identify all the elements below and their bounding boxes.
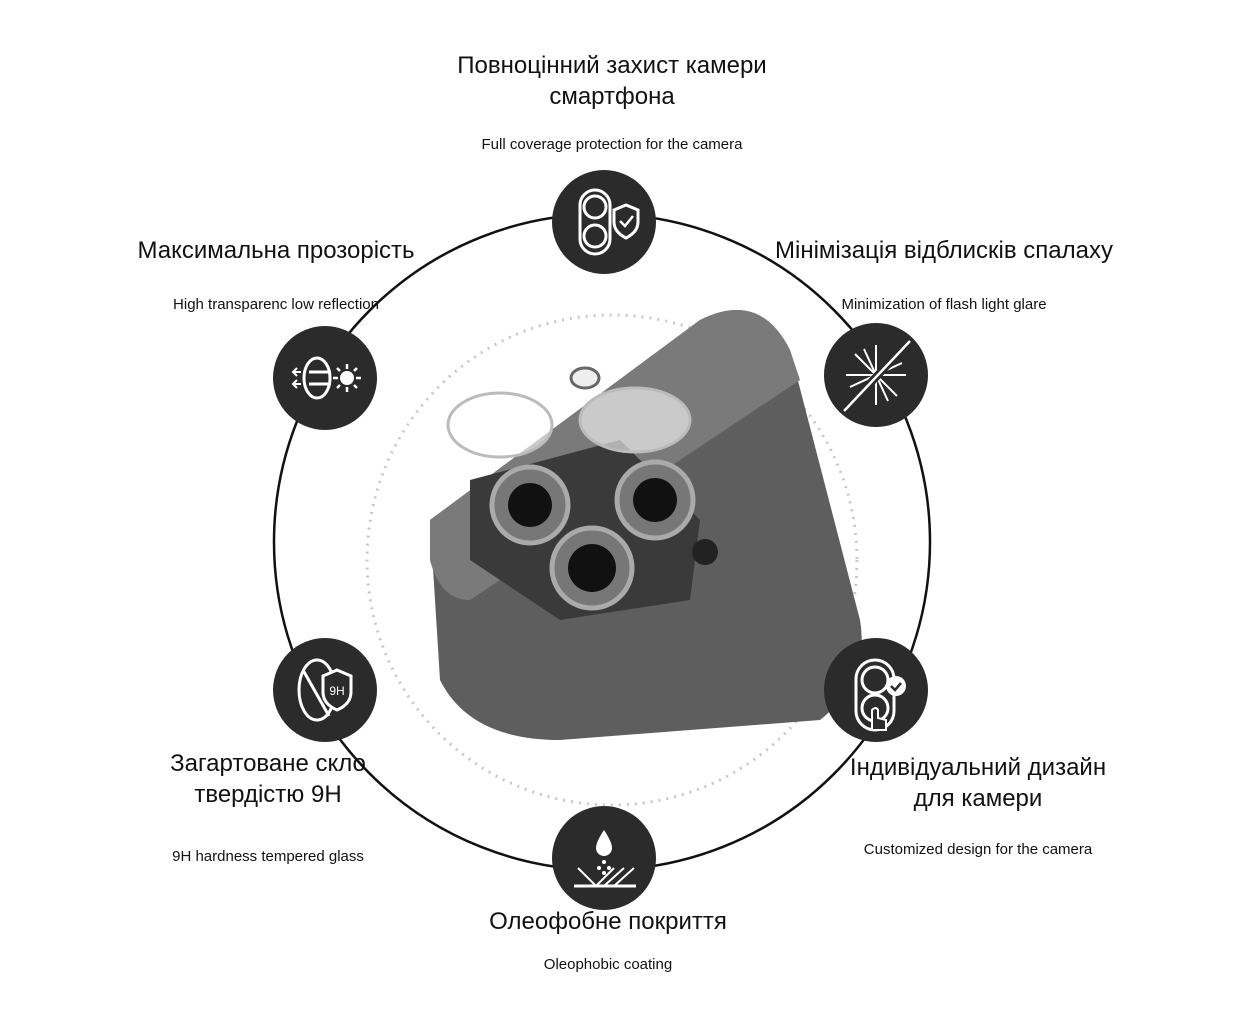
oleophobic-drop-icon xyxy=(552,806,656,910)
9h-badge-text: 9H xyxy=(329,684,344,698)
feature-title-oleophobic: Олеофобне покриття xyxy=(489,908,727,935)
title-line: для камери xyxy=(913,785,1043,812)
feature-subtitle: Oleophobic coating xyxy=(543,956,673,973)
phone-product-image xyxy=(430,310,862,740)
feature-subtitle: Customized design for the camera xyxy=(863,841,1093,858)
feature-title-9h-glass: Загартоване скло твердістю 9H xyxy=(170,748,366,810)
title-line: Загартоване скло xyxy=(170,750,366,777)
title-line: твердістю 9H xyxy=(194,781,342,808)
custom-camera-design-icon xyxy=(824,638,928,742)
transparency-sun-icon xyxy=(273,326,377,430)
feature-subtitle: Minimization of flash light glare xyxy=(841,296,1047,313)
9h-shield-icon: 9H xyxy=(273,638,377,742)
feature-title-flash-glare: Мінімізація відблисків спалаху xyxy=(775,237,1113,264)
title-line: смартфона xyxy=(549,83,675,110)
feature-title-transparency: Максимальна прозорість xyxy=(137,237,415,264)
feature-subtitle: 9H hardness tempered glass xyxy=(172,848,364,865)
inner-dotted-ring xyxy=(365,313,859,807)
camera-shield-icon xyxy=(552,170,656,274)
flash-glare-icon xyxy=(824,323,928,427)
title-line: Індивідуальний дизайн xyxy=(849,754,1107,781)
feature-title-custom-design: Індивідуальний дизайн для камери xyxy=(850,752,1106,814)
feature-subtitle: High transparenc low reflection xyxy=(173,296,379,313)
title-line: Повноцінний захист камери xyxy=(457,52,767,79)
feature-subtitle: Full coverage protection for the camera xyxy=(481,136,743,153)
feature-title-full-coverage: Повноцінний захист камери смартфона xyxy=(457,50,766,112)
